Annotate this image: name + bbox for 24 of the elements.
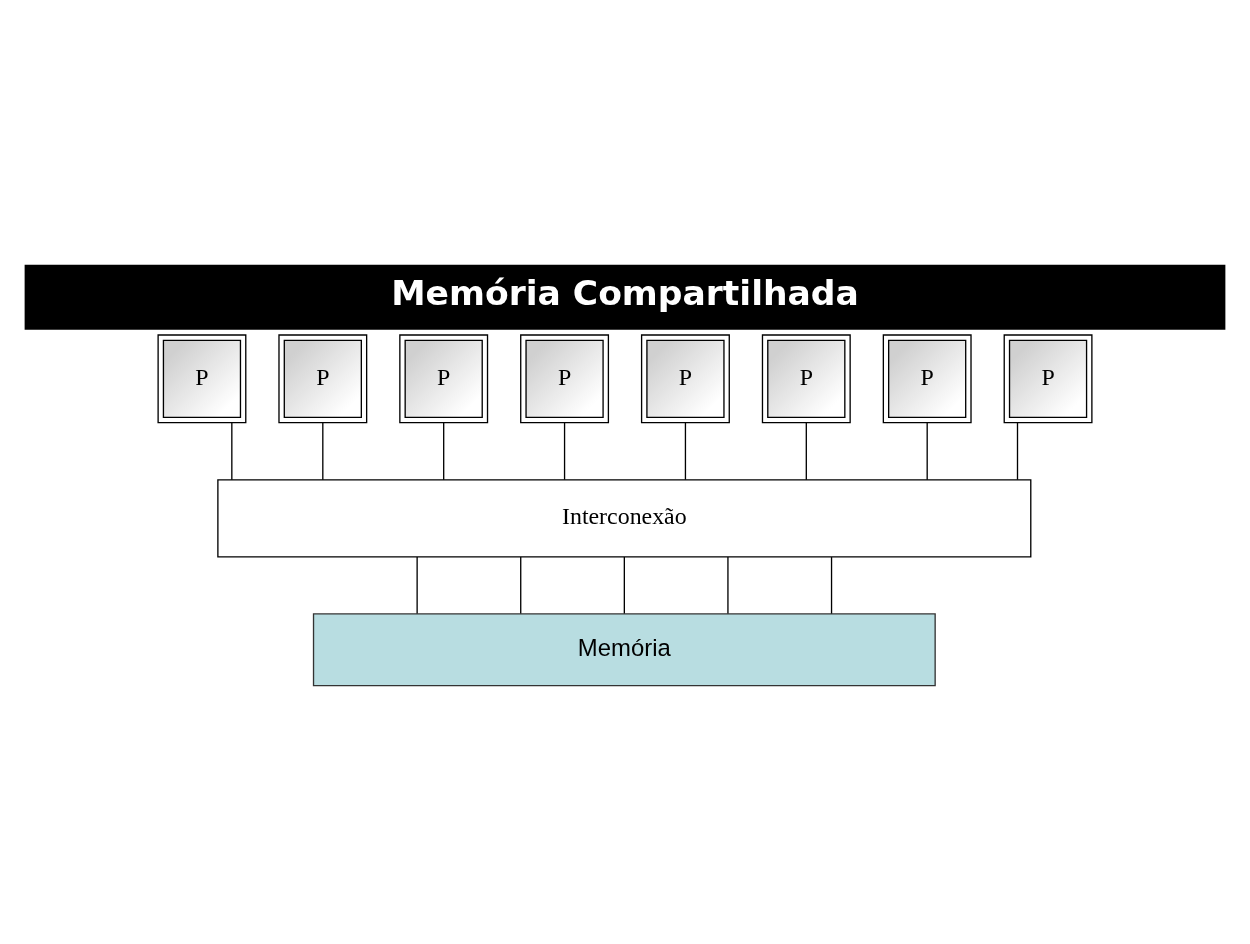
diagram-title: Memória Compartilhada [391, 272, 859, 313]
node-box: Memória [312, 612, 936, 686]
connector [727, 555, 729, 614]
node-box: P [882, 333, 972, 423]
connector [443, 421, 445, 480]
node-box: P [520, 333, 610, 423]
connector [563, 421, 566, 480]
node-box: P [1003, 333, 1093, 423]
connector [830, 555, 833, 614]
connector [416, 555, 418, 614]
connector [1016, 421, 1019, 480]
connector [805, 421, 807, 480]
connector [684, 421, 687, 480]
connector [231, 421, 233, 480]
node-box: P [761, 333, 851, 423]
node-box: P [157, 333, 247, 423]
connector [926, 421, 928, 480]
node-box: Interconexão [217, 478, 1032, 557]
connector [322, 421, 324, 480]
connector [520, 555, 522, 614]
connector [623, 555, 625, 614]
node-box: P [399, 333, 489, 423]
node-box: P [278, 333, 368, 423]
node-box: P [640, 333, 730, 423]
